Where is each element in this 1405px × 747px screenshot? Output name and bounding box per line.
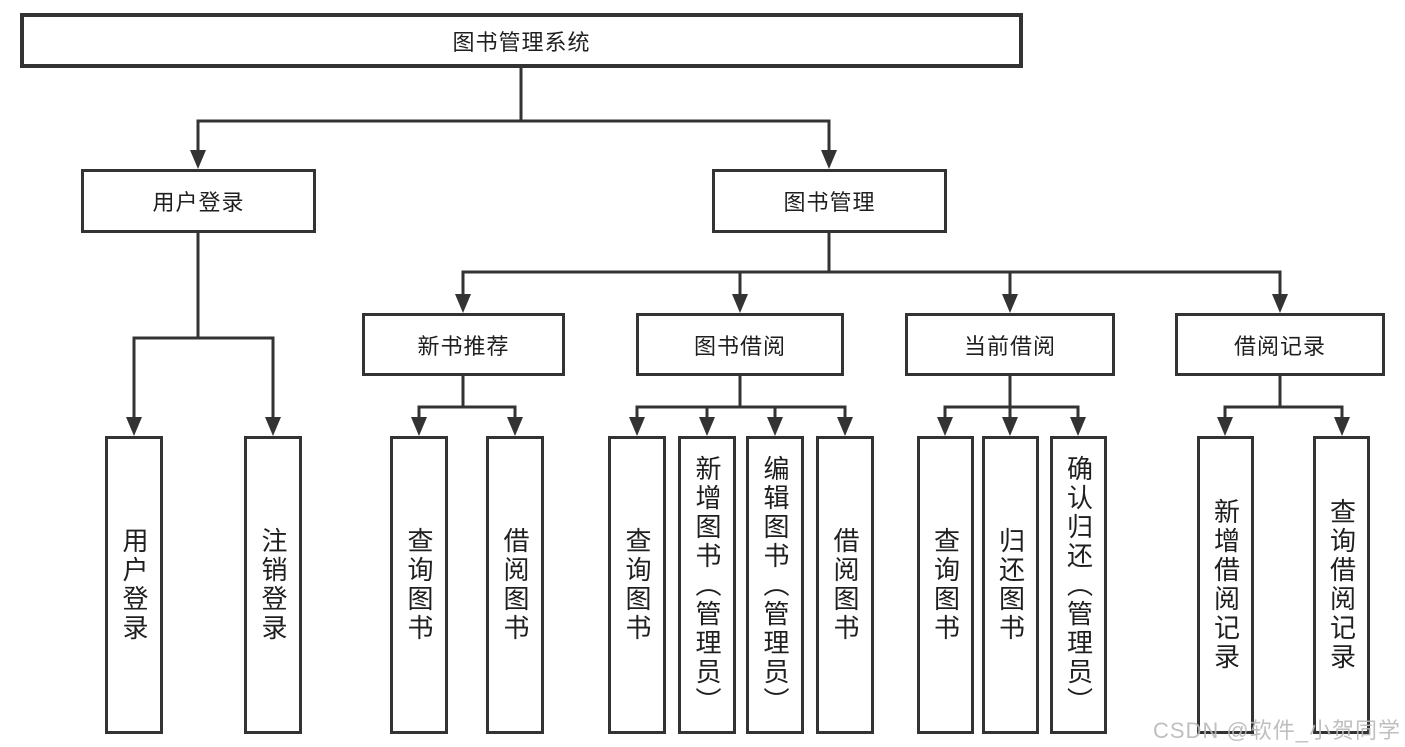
leaf-label: 归还图书 [995, 527, 1026, 643]
leaf-label: 查询图书 [930, 527, 961, 643]
node-book-management: 图书管理 [712, 169, 947, 233]
node-user-login: 用户登录 [81, 169, 316, 233]
leaf-label: 查询借阅记录 [1326, 498, 1357, 672]
node-label: 当前借阅 [963, 333, 1056, 359]
node-label: 图书管理系统 [452, 29, 591, 55]
leaf-query-borrow-record: 查询借阅记录 [1313, 436, 1370, 734]
node-new-book-recommend: 新书推荐 [362, 313, 565, 376]
node-label: 用户登录 [152, 190, 245, 215]
leaf-add-borrow-record: 新增借阅记录 [1197, 436, 1254, 734]
node-current-borrowing: 当前借阅 [905, 313, 1115, 376]
leaf-query-book-recommend: 查询图书 [390, 436, 448, 734]
node-label: 图书管理 [783, 190, 876, 215]
leaf-borrow-book: 借阅图书 [816, 436, 874, 734]
leaf-label: 确认归还（管理员） [1063, 454, 1094, 716]
leaf-return-book: 归还图书 [982, 436, 1039, 734]
node-label: 新书推荐 [417, 333, 510, 359]
leaf-edit-book-admin: 编辑图书（管理员） [746, 436, 804, 734]
node-label: 图书借阅 [693, 333, 786, 359]
leaf-label: 借阅图书 [830, 527, 860, 643]
node-book-borrowing: 图书借阅 [636, 313, 844, 376]
leaf-label: 新增借阅记录 [1210, 498, 1241, 672]
node-label: 借阅记录 [1233, 333, 1326, 359]
node-borrowing-records: 借阅记录 [1175, 313, 1385, 376]
csdn-watermark: CSDN @软件_小贺同学 [1152, 718, 1401, 743]
leaf-label: 注销登录 [258, 527, 288, 643]
leaf-label: 用户登录 [119, 527, 149, 643]
leaf-label: 查询图书 [404, 527, 434, 643]
node-book-management-system: 图书管理系统 [20, 13, 1023, 68]
leaf-user-login: 用户登录 [105, 436, 163, 734]
leaf-query-book-current: 查询图书 [917, 436, 974, 734]
leaf-label: 编辑图书（管理员） [760, 454, 790, 716]
leaf-borrow-book-recommend: 借阅图书 [486, 436, 544, 734]
leaf-label: 新增图书（管理员） [692, 454, 722, 716]
leaf-label: 借阅图书 [500, 527, 530, 643]
leaf-query-book-borrow: 查询图书 [608, 436, 666, 734]
leaf-logout: 注销登录 [244, 436, 302, 734]
leaf-confirm-return-admin: 确认归还（管理员） [1050, 436, 1107, 734]
leaf-add-book-admin: 新增图书（管理员） [678, 436, 736, 734]
leaf-label: 查询图书 [622, 527, 652, 643]
